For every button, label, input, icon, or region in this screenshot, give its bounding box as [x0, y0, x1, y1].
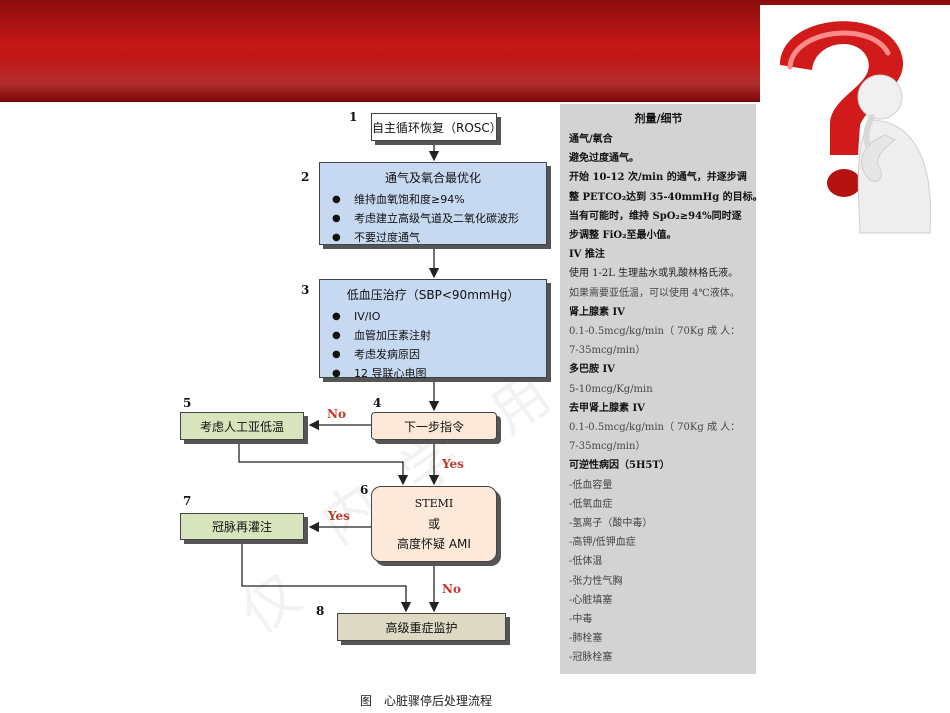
panel-line: -低氧血症 — [569, 498, 613, 510]
next-step-box: 下一步指令 — [371, 412, 497, 440]
panel-line: 当有可能时，维持 SpO₂≥94%同时逐 — [569, 210, 742, 222]
panel-line: -高钾/低钾血症 — [569, 537, 636, 549]
step-number: 1 — [349, 110, 358, 124]
step-number: 8 — [316, 604, 325, 618]
panel-line: -冠脉栓塞 — [569, 652, 613, 664]
dosage-panel: 剂量/细节 通气/氧合避免过度通气。开始 10-12 次/min 的通气，并逐步… — [560, 104, 763, 674]
panel-line: 多巴胺 IV — [569, 364, 615, 376]
no-label: No — [327, 407, 346, 421]
hypothermia-label: 考虑人工亚低温 — [199, 419, 284, 434]
list-item: 不要过度通气 — [332, 228, 546, 247]
panel-lines: 通气/氧合避免过度通气。开始 10-12 次/min 的通气，并逐步调整 PET… — [569, 130, 763, 668]
panel-line: -低体温 — [569, 556, 603, 568]
hypothermia-box: 考虑人工亚低温 — [180, 412, 304, 440]
panel-line: 7-35mcg/min） — [569, 345, 646, 357]
panel-line: -低血容量 — [569, 479, 613, 491]
list-item: 12 导联心电图 — [332, 364, 546, 383]
panel-line: 7-35mcg/min） — [569, 441, 646, 453]
ventilation-box: 通气及氧合最优化 维持血氧饱和度≥94% 考虑建立高级气道及二氧化碳波形 不要过… — [319, 162, 547, 247]
panel-line: 通气/氧合 — [569, 134, 613, 145]
panel-line: -张力性气胸 — [569, 575, 623, 587]
critical-care-box: 高级重症监护 — [337, 613, 506, 641]
panel-line: IV 推注 — [569, 249, 605, 261]
list-item: IV/IO — [332, 307, 546, 326]
panel-line: 去甲肾上腺素 IV — [569, 402, 645, 414]
panel-line: -氢离子（酸中毒） — [569, 518, 653, 530]
panel-line: 整 PETCO₂达到 35-40mmHg 的目标。 — [569, 191, 763, 203]
panel-line: 0.1-0.5mcg/kg/min（ 70Kg 成 人： — [569, 422, 741, 434]
step-number: 4 — [373, 396, 382, 410]
panel-line: 5-10mcg/Kg/min — [569, 383, 653, 395]
stemi-line: STEMI — [414, 497, 454, 510]
panel-line: 避免过度通气。 — [569, 153, 639, 165]
rosc-label: 自主循环恢复（ROSC） — [372, 120, 502, 135]
stemi-box: STEMI 或 高度怀疑 AMI — [371, 486, 497, 562]
step-number: 6 — [360, 483, 369, 497]
panel-line: 肾上腺素 IV — [569, 306, 625, 318]
list-item: 考虑建立高级气道及二氧化碳波形 — [332, 209, 546, 228]
list-item: 维持血氧饱和度≥94% — [332, 190, 546, 209]
watermark: 仅 — [229, 561, 313, 648]
yes-label: Yes — [328, 509, 350, 523]
list-item: 考虑发病原因 — [332, 345, 546, 364]
figure-caption: 图 心脏骤停后处理流程 — [360, 694, 493, 708]
no-label: No — [442, 582, 461, 596]
panel-line: -心脏填塞 — [569, 594, 613, 606]
ventilation-title: 通气及氧合最优化 — [384, 171, 481, 185]
list-item: 血管加压素注射 — [332, 326, 546, 345]
panel-line: 步调整 FiO₂至最小值。 — [569, 230, 677, 242]
question-mark-person-icon — [760, 5, 950, 234]
rosc-box: 自主循环恢复（ROSC） — [371, 113, 502, 141]
step-number: 3 — [301, 283, 310, 297]
next-step-label: 下一步指令 — [403, 419, 464, 434]
panel-line: 可逆性病因（5H5T） — [569, 460, 670, 472]
yes-label: Yes — [442, 457, 464, 471]
hypotension-title: 低血压治疗（SBP<90mmHg） — [346, 288, 520, 302]
step-number: 5 — [183, 396, 192, 410]
hypotension-box: 低血压治疗（SBP<90mmHg） IV/IO 血管加压素注射 考虑发病原因 1… — [319, 279, 547, 383]
stemi-or: 或 — [427, 517, 440, 531]
step-number: 7 — [183, 494, 192, 508]
reperfusion-label: 冠脉再灌注 — [211, 520, 272, 534]
panel-line: -肺栓塞 — [569, 633, 603, 645]
reperfusion-box: 冠脉再灌注 — [180, 513, 304, 540]
stemi-ami: 高度怀疑 AMI — [397, 537, 471, 551]
panel-line: 如果需要亚低温，可以使用 4℃液体。 — [569, 287, 740, 299]
panel-line: 使用 1-2L 生理盐水或乳酸林格氏液。 — [569, 268, 739, 280]
panel-line: 开始 10-12 次/min 的通气，并逐步调 — [569, 172, 747, 184]
panel-title: 剂量/细节 — [634, 112, 683, 125]
step-number: 2 — [301, 170, 310, 184]
critical-care-label: 高级重症监护 — [385, 620, 458, 635]
panel-line: -中毒 — [569, 614, 593, 626]
panel-line: 0.1-0.5mcg/kg/min（ 70Kg 成 人： — [569, 326, 741, 338]
